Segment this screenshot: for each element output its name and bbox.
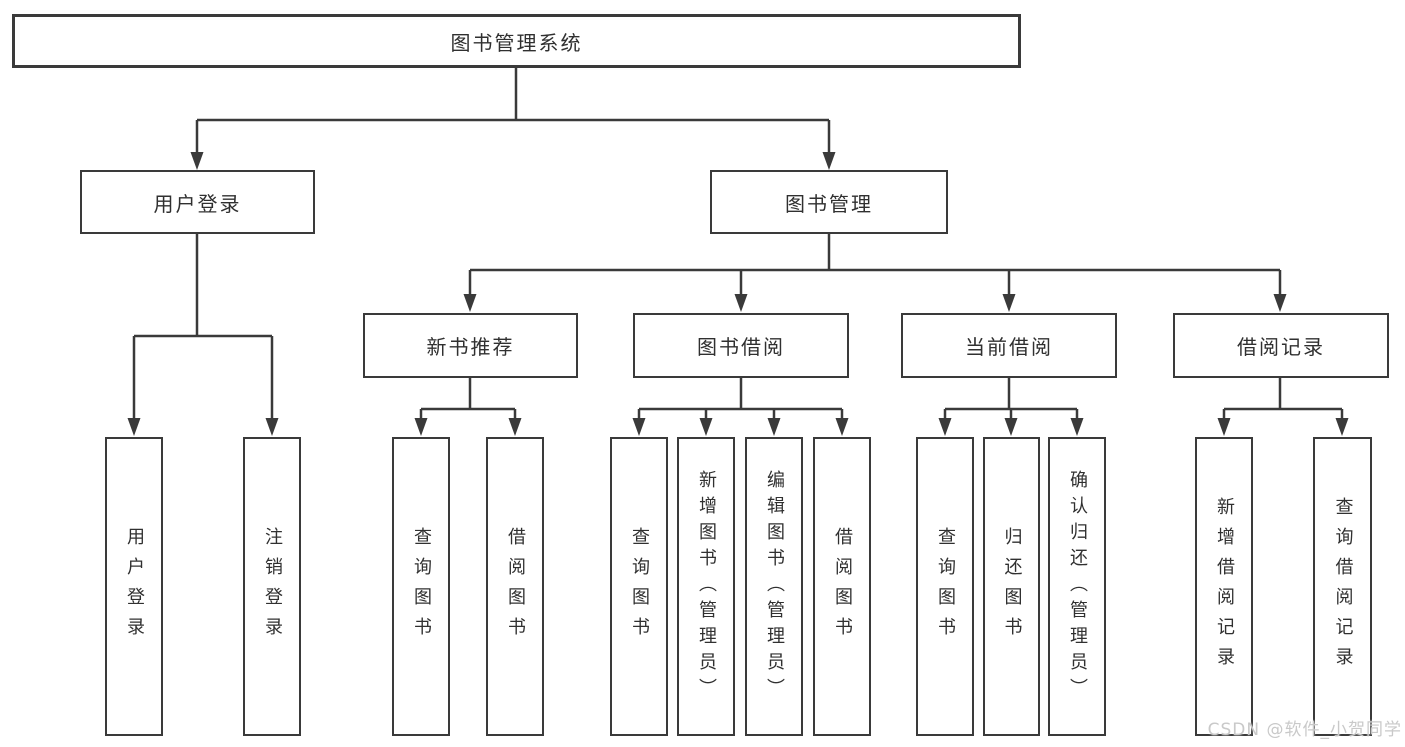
node-leaf-add-books-admin: 新增图书（管理员） bbox=[677, 437, 735, 736]
node-current-borrow: 当前借阅 bbox=[901, 313, 1117, 378]
node-borrow-record: 借阅记录 bbox=[1173, 313, 1389, 378]
node-label: 确认归还（管理员） bbox=[1067, 469, 1088, 704]
node-label: 新书推荐 bbox=[426, 335, 515, 359]
node-leaf-query-borrow-record: 查询借阅记录 bbox=[1313, 437, 1372, 736]
node-book-borrow: 图书借阅 bbox=[633, 313, 849, 378]
node-label: 借阅图书 bbox=[505, 526, 526, 647]
connector-borrow-record-to-leaves bbox=[1217, 378, 1349, 436]
node-label: 借阅记录 bbox=[1237, 335, 1325, 359]
connector-user-login-to-leaves bbox=[127, 234, 279, 436]
node-library-management-system: 图书管理系统 bbox=[12, 14, 1021, 68]
node-label: 新增借阅记录 bbox=[1214, 496, 1235, 677]
node-user-login: 用户登录 bbox=[80, 170, 315, 234]
node-label: 借阅图书 bbox=[832, 526, 853, 647]
connector-current-borrow-to-leaves bbox=[938, 378, 1084, 436]
node-label: 图书管理 bbox=[785, 191, 873, 216]
node-leaf-logout: 注销登录 bbox=[243, 437, 301, 736]
node-leaf-return-books: 归还图书 bbox=[983, 437, 1040, 736]
node-leaf-borrow-books: 借阅图书 bbox=[813, 437, 871, 736]
node-label: 新增图书（管理员） bbox=[696, 469, 717, 704]
connector-root-to-level2 bbox=[190, 68, 836, 170]
node-new-book-recommend: 新书推荐 bbox=[363, 313, 578, 378]
node-label: 编辑图书（管理员） bbox=[764, 469, 785, 704]
node-leaf-user-login: 用户登录 bbox=[105, 437, 163, 736]
node-leaf-query-books-current: 查询图书 bbox=[916, 437, 974, 736]
node-leaf-edit-books-admin: 编辑图书（管理员） bbox=[745, 437, 803, 736]
csdn-watermark: CSDN @软件_小贺同学 bbox=[1207, 720, 1402, 740]
node-label: 注销登录 bbox=[262, 526, 283, 647]
node-label: 归还图书 bbox=[1001, 526, 1023, 647]
node-leaf-query-books-recommend: 查询图书 bbox=[392, 437, 450, 736]
node-label: 查询图书 bbox=[935, 526, 956, 647]
connector-new-book-to-leaves bbox=[414, 378, 522, 436]
node-label: 查询图书 bbox=[629, 526, 650, 647]
node-label: 用户登录 bbox=[124, 526, 145, 647]
node-label: 查询图书 bbox=[411, 526, 432, 647]
node-label: 用户登录 bbox=[153, 191, 242, 216]
node-label: 图书管理系统 bbox=[450, 30, 583, 55]
node-leaf-borrow-books-recommend: 借阅图书 bbox=[486, 437, 544, 736]
connector-book-management-to-level3 bbox=[463, 234, 1287, 312]
connector-book-borrow-to-leaves bbox=[632, 378, 849, 436]
node-label: 当前借阅 bbox=[965, 335, 1053, 359]
node-book-management: 图书管理 bbox=[710, 170, 948, 234]
node-leaf-add-borrow-record: 新增借阅记录 bbox=[1195, 437, 1253, 736]
node-leaf-query-books: 查询图书 bbox=[610, 437, 668, 736]
node-label: 查询借阅记录 bbox=[1332, 496, 1354, 677]
node-leaf-confirm-return-admin: 确认归还（管理员） bbox=[1048, 437, 1106, 736]
node-label: 图书借阅 bbox=[697, 335, 785, 359]
